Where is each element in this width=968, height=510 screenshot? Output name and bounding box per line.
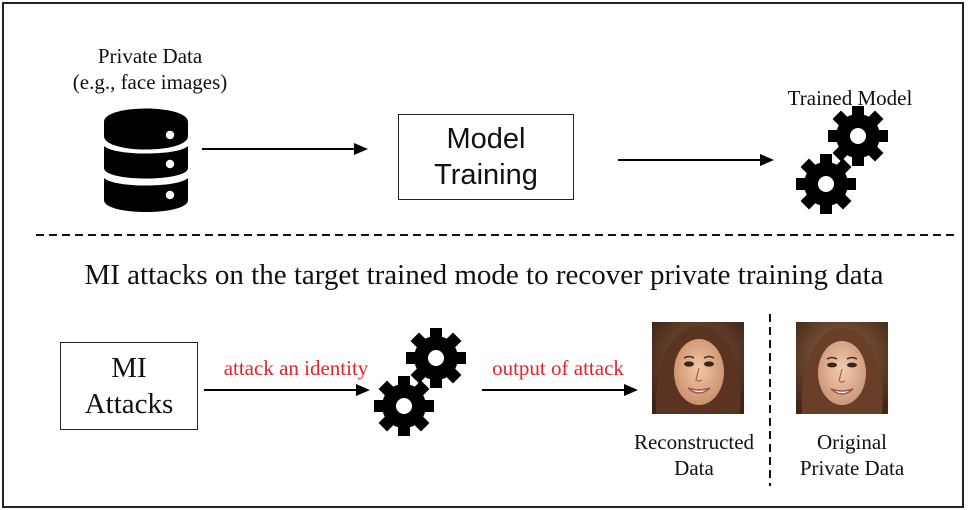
trained-model-label: Trained Model xyxy=(787,86,913,110)
arrow-training-to-model xyxy=(618,154,774,166)
model-training-line1: Model xyxy=(446,122,526,155)
gears-icon xyxy=(796,106,888,214)
arrow-attack-to-model xyxy=(204,384,370,396)
arrow-model-to-output xyxy=(482,384,638,396)
gears-icon-target-model xyxy=(374,328,466,436)
mi-attacks-line2: Attacks xyxy=(84,388,174,420)
section-divider xyxy=(36,234,956,236)
private-data-label: Private Data (e.g., face images) xyxy=(40,44,260,95)
original-private-data-label: Original Private Data xyxy=(772,430,932,481)
attack-identity-label: attack an identity xyxy=(223,356,369,380)
private-data-label-line1: Private Data xyxy=(97,44,203,68)
arrow-data-to-training xyxy=(202,143,368,155)
mi-attacks-line1: MI xyxy=(111,351,147,384)
model-training-box: Model Training xyxy=(398,114,574,200)
original-face-photo xyxy=(796,322,888,414)
divider-caption: MI attacks on the target trained mode to… xyxy=(84,259,884,291)
photo-separator xyxy=(769,314,771,486)
reconstructed-data-label: Reconstructed Data xyxy=(604,430,784,481)
model-training-line2: Training xyxy=(434,159,538,191)
output-of-attack-label: output of attack xyxy=(492,356,624,380)
database-icon xyxy=(104,108,188,212)
private-data-label-line2: (e.g., face images) xyxy=(72,69,228,94)
original-label-line2: Private Data xyxy=(799,455,905,480)
mi-attacks-box: MI Attacks xyxy=(60,342,198,430)
reconstructed-label-line1: Reconstructed xyxy=(633,430,755,454)
reconstructed-label-line2: Data xyxy=(674,455,714,480)
original-label-line1: Original xyxy=(817,430,887,454)
reconstructed-face-photo xyxy=(652,322,744,414)
